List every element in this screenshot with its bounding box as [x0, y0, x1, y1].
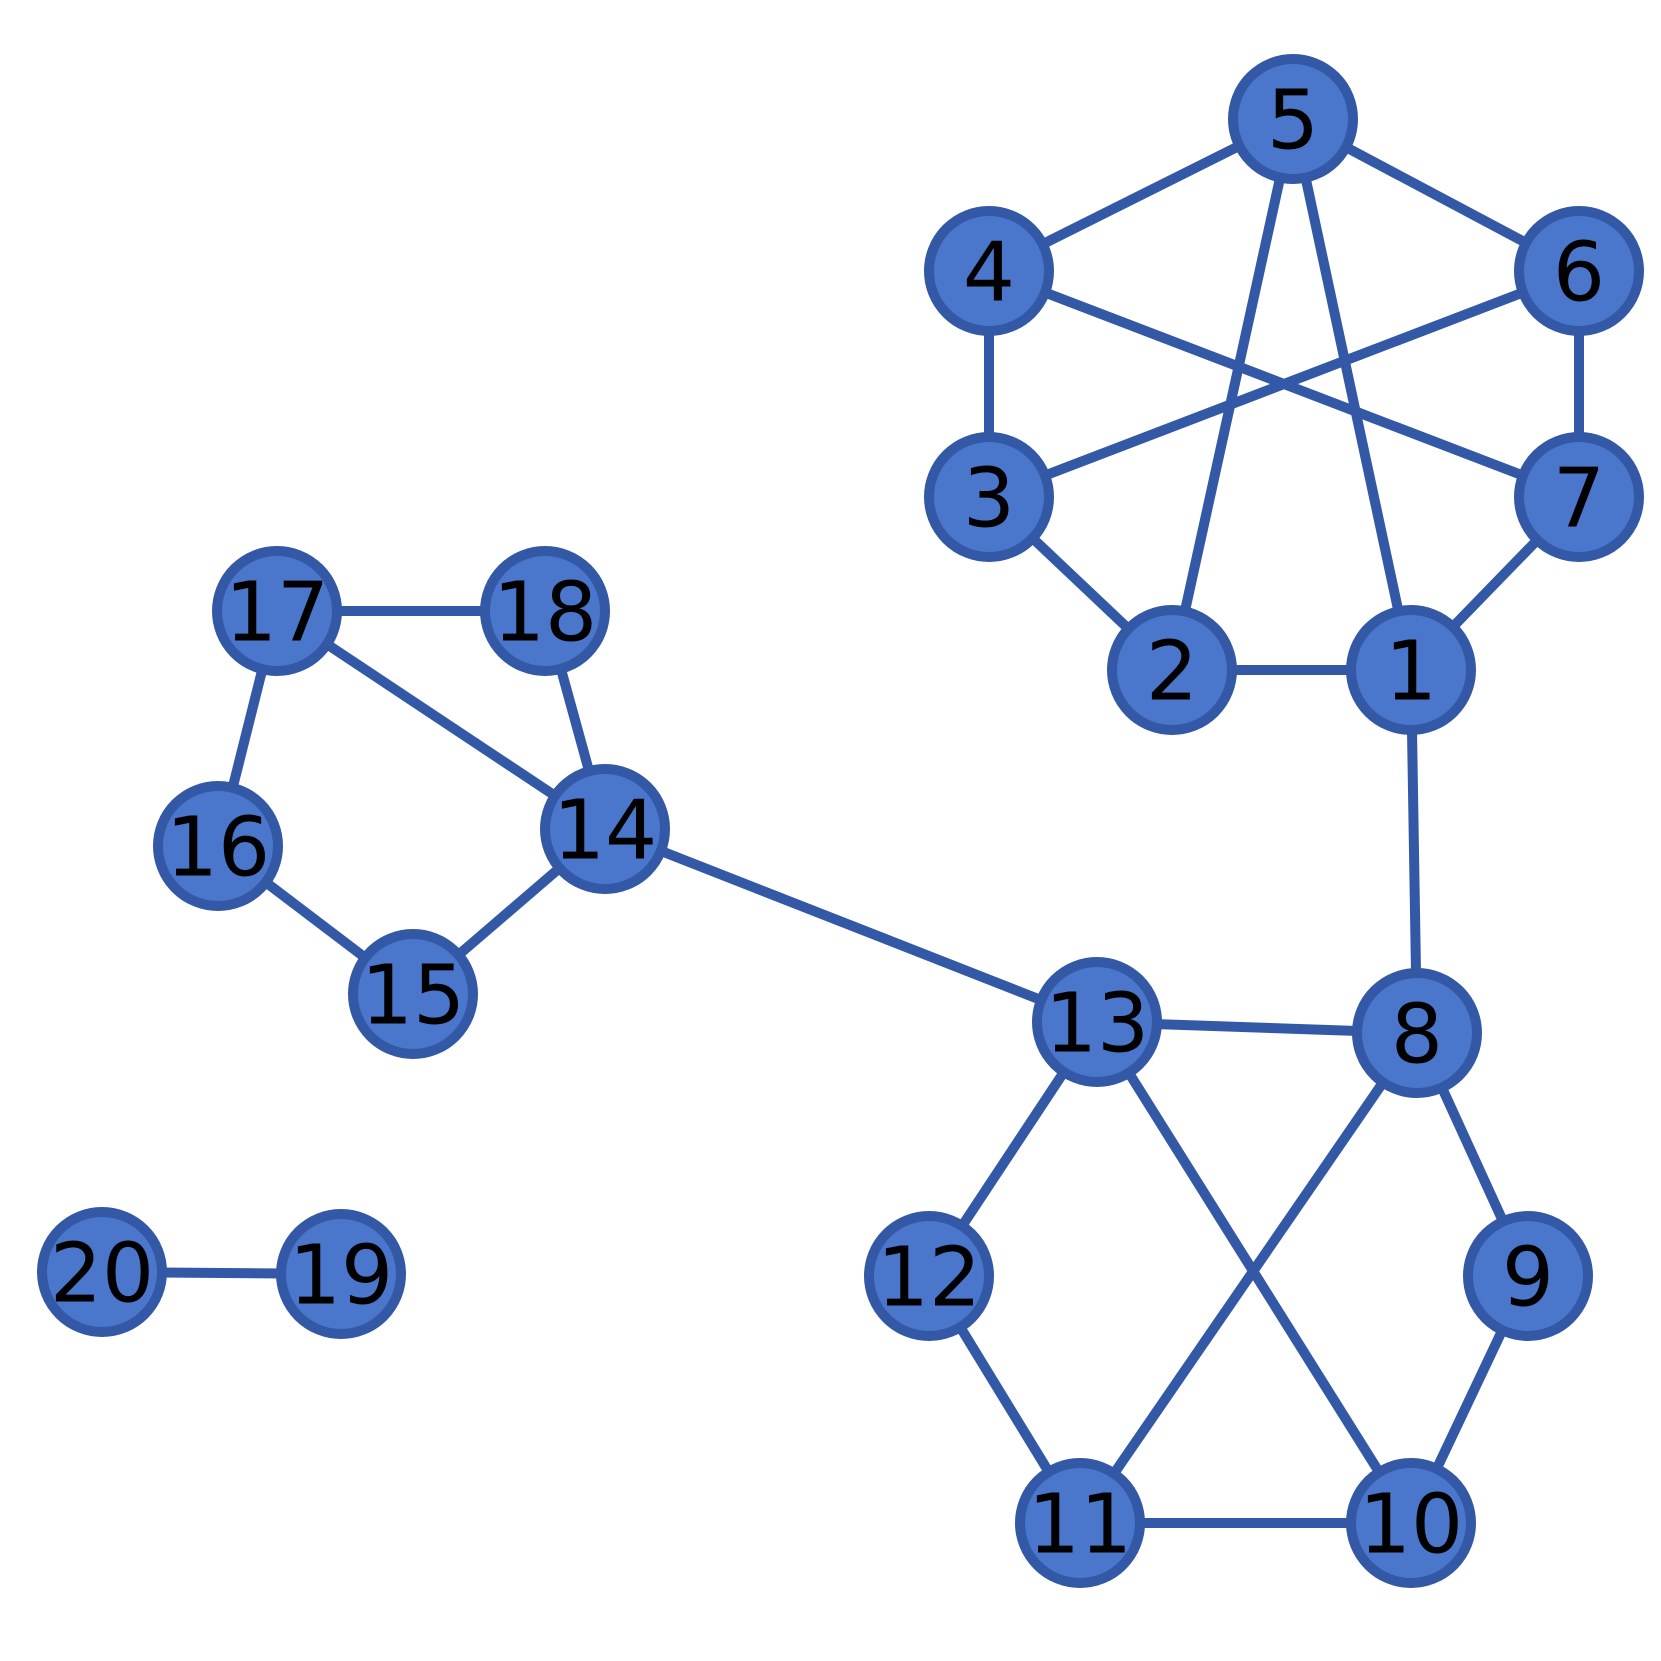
node-circle-2 — [1107, 605, 1237, 735]
node-label-3: 3 — [963, 452, 1015, 547]
edge-4-7 — [987, 266, 1581, 502]
node-circle-20 — [37, 1207, 167, 1337]
node-circle-10 — [1346, 1458, 1476, 1588]
edge-14-17 — [274, 606, 608, 834]
node-circle-18 — [480, 546, 610, 676]
node-label-9: 9 — [1502, 1231, 1554, 1326]
edge-13-14 — [603, 824, 1099, 1027]
node-13: 13 — [1032, 957, 1162, 1087]
node-15: 15 — [348, 929, 478, 1059]
node-18: 18 — [480, 546, 610, 676]
node-label-14: 14 — [553, 784, 657, 879]
edge-2-5 — [1167, 117, 1298, 672]
node-label-18: 18 — [493, 566, 597, 661]
node-label-12: 12 — [877, 1231, 981, 1326]
node-label-11: 11 — [1028, 1478, 1132, 1573]
node-label-10: 10 — [1359, 1478, 1463, 1573]
node-label-20: 20 — [50, 1227, 154, 1322]
node-circle-9 — [1463, 1211, 1593, 1341]
node-label-2: 2 — [1146, 625, 1198, 720]
node-2: 2 — [1107, 605, 1237, 735]
node-label-7: 7 — [1553, 452, 1605, 547]
node-1: 1 — [1346, 605, 1476, 735]
node-4: 4 — [924, 206, 1054, 336]
node-circle-8 — [1352, 968, 1482, 1098]
node-8: 8 — [1352, 968, 1482, 1098]
node-circle-5 — [1228, 54, 1358, 184]
node-label-4: 4 — [963, 226, 1015, 321]
node-label-13: 13 — [1045, 977, 1149, 1072]
node-circle-19 — [276, 1209, 406, 1339]
node-circle-4 — [924, 206, 1054, 336]
edge-8-11 — [1075, 1030, 1422, 1526]
node-label-6: 6 — [1553, 226, 1605, 321]
node-label-16: 16 — [166, 801, 270, 896]
node-circle-7 — [1514, 432, 1644, 562]
node-circle-11 — [1015, 1458, 1145, 1588]
node-circle-15 — [348, 929, 478, 1059]
node-circle-3 — [924, 432, 1054, 562]
node-17: 17 — [212, 546, 342, 676]
node-10: 10 — [1346, 1458, 1476, 1588]
node-5: 5 — [1228, 54, 1358, 184]
node-label-15: 15 — [361, 949, 465, 1044]
node-7: 7 — [1514, 432, 1644, 562]
node-6: 6 — [1514, 206, 1644, 336]
node-11: 11 — [1015, 1458, 1145, 1588]
node-12: 12 — [864, 1211, 994, 1341]
node-19: 19 — [276, 1209, 406, 1339]
node-circle-12 — [864, 1211, 994, 1341]
node-label-17: 17 — [225, 566, 329, 661]
node-16: 16 — [153, 781, 283, 911]
node-circle-16 — [153, 781, 283, 911]
node-label-19: 19 — [289, 1229, 393, 1324]
node-label-8: 8 — [1391, 988, 1443, 1083]
node-20: 20 — [37, 1207, 167, 1337]
node-circle-13 — [1032, 957, 1162, 1087]
node-circle-1 — [1346, 605, 1476, 735]
node-circle-17 — [212, 546, 342, 676]
node-label-5: 5 — [1267, 74, 1319, 169]
node-14: 14 — [540, 764, 670, 894]
node-label-1: 1 — [1385, 625, 1437, 720]
node-9: 9 — [1463, 1211, 1593, 1341]
edge-1-5 — [1288, 117, 1416, 672]
node-circle-6 — [1514, 206, 1644, 336]
node-circle-14 — [540, 764, 670, 894]
node-3: 3 — [924, 432, 1054, 562]
edge-10-13 — [1092, 1019, 1416, 1526]
